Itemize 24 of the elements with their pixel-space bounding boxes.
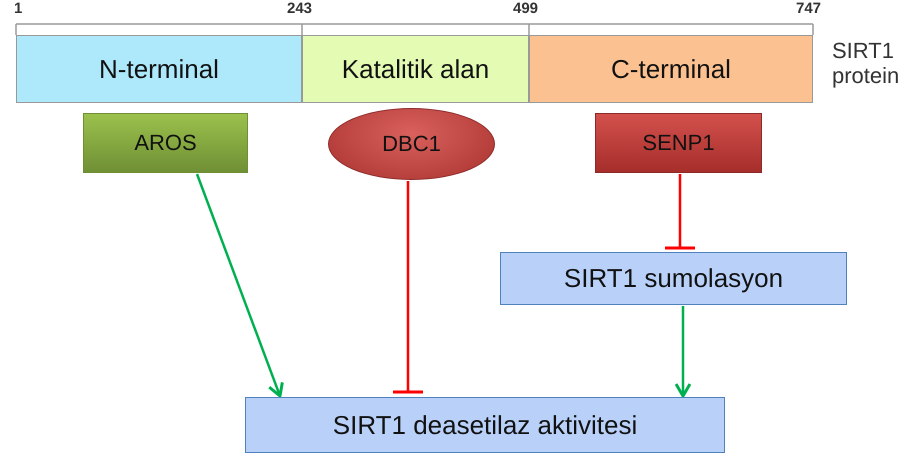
residue-number: 1 xyxy=(14,0,22,17)
node-label: SENP1 xyxy=(642,130,715,156)
node-label: AROS xyxy=(134,130,197,156)
inhibition-line xyxy=(664,174,696,250)
process-box xyxy=(500,252,847,305)
node-label: N-terminal xyxy=(99,54,219,84)
node-label: SIRT1 sumolasyon xyxy=(564,263,784,294)
node-label: SIRT1 deasetilaz aktivitesi xyxy=(332,410,638,440)
domain-segment xyxy=(529,35,813,103)
domain-segment xyxy=(302,35,529,103)
arrow xyxy=(196,174,284,398)
node-label: DBC1 xyxy=(382,131,441,157)
protein-label: SIRT1 protein xyxy=(832,38,900,89)
regulator-box xyxy=(83,113,248,173)
arrow xyxy=(674,306,692,398)
residue-number: 747 xyxy=(796,0,822,17)
residue-number: 499 xyxy=(513,0,538,17)
domain-segment xyxy=(16,35,302,103)
residue-number: 243 xyxy=(287,0,312,17)
regulator-box xyxy=(595,113,762,173)
node-label: Katalitik alan xyxy=(342,54,490,84)
inhibition-line xyxy=(392,181,424,394)
node-label: C-terminal xyxy=(611,54,731,84)
process-box xyxy=(245,397,725,453)
